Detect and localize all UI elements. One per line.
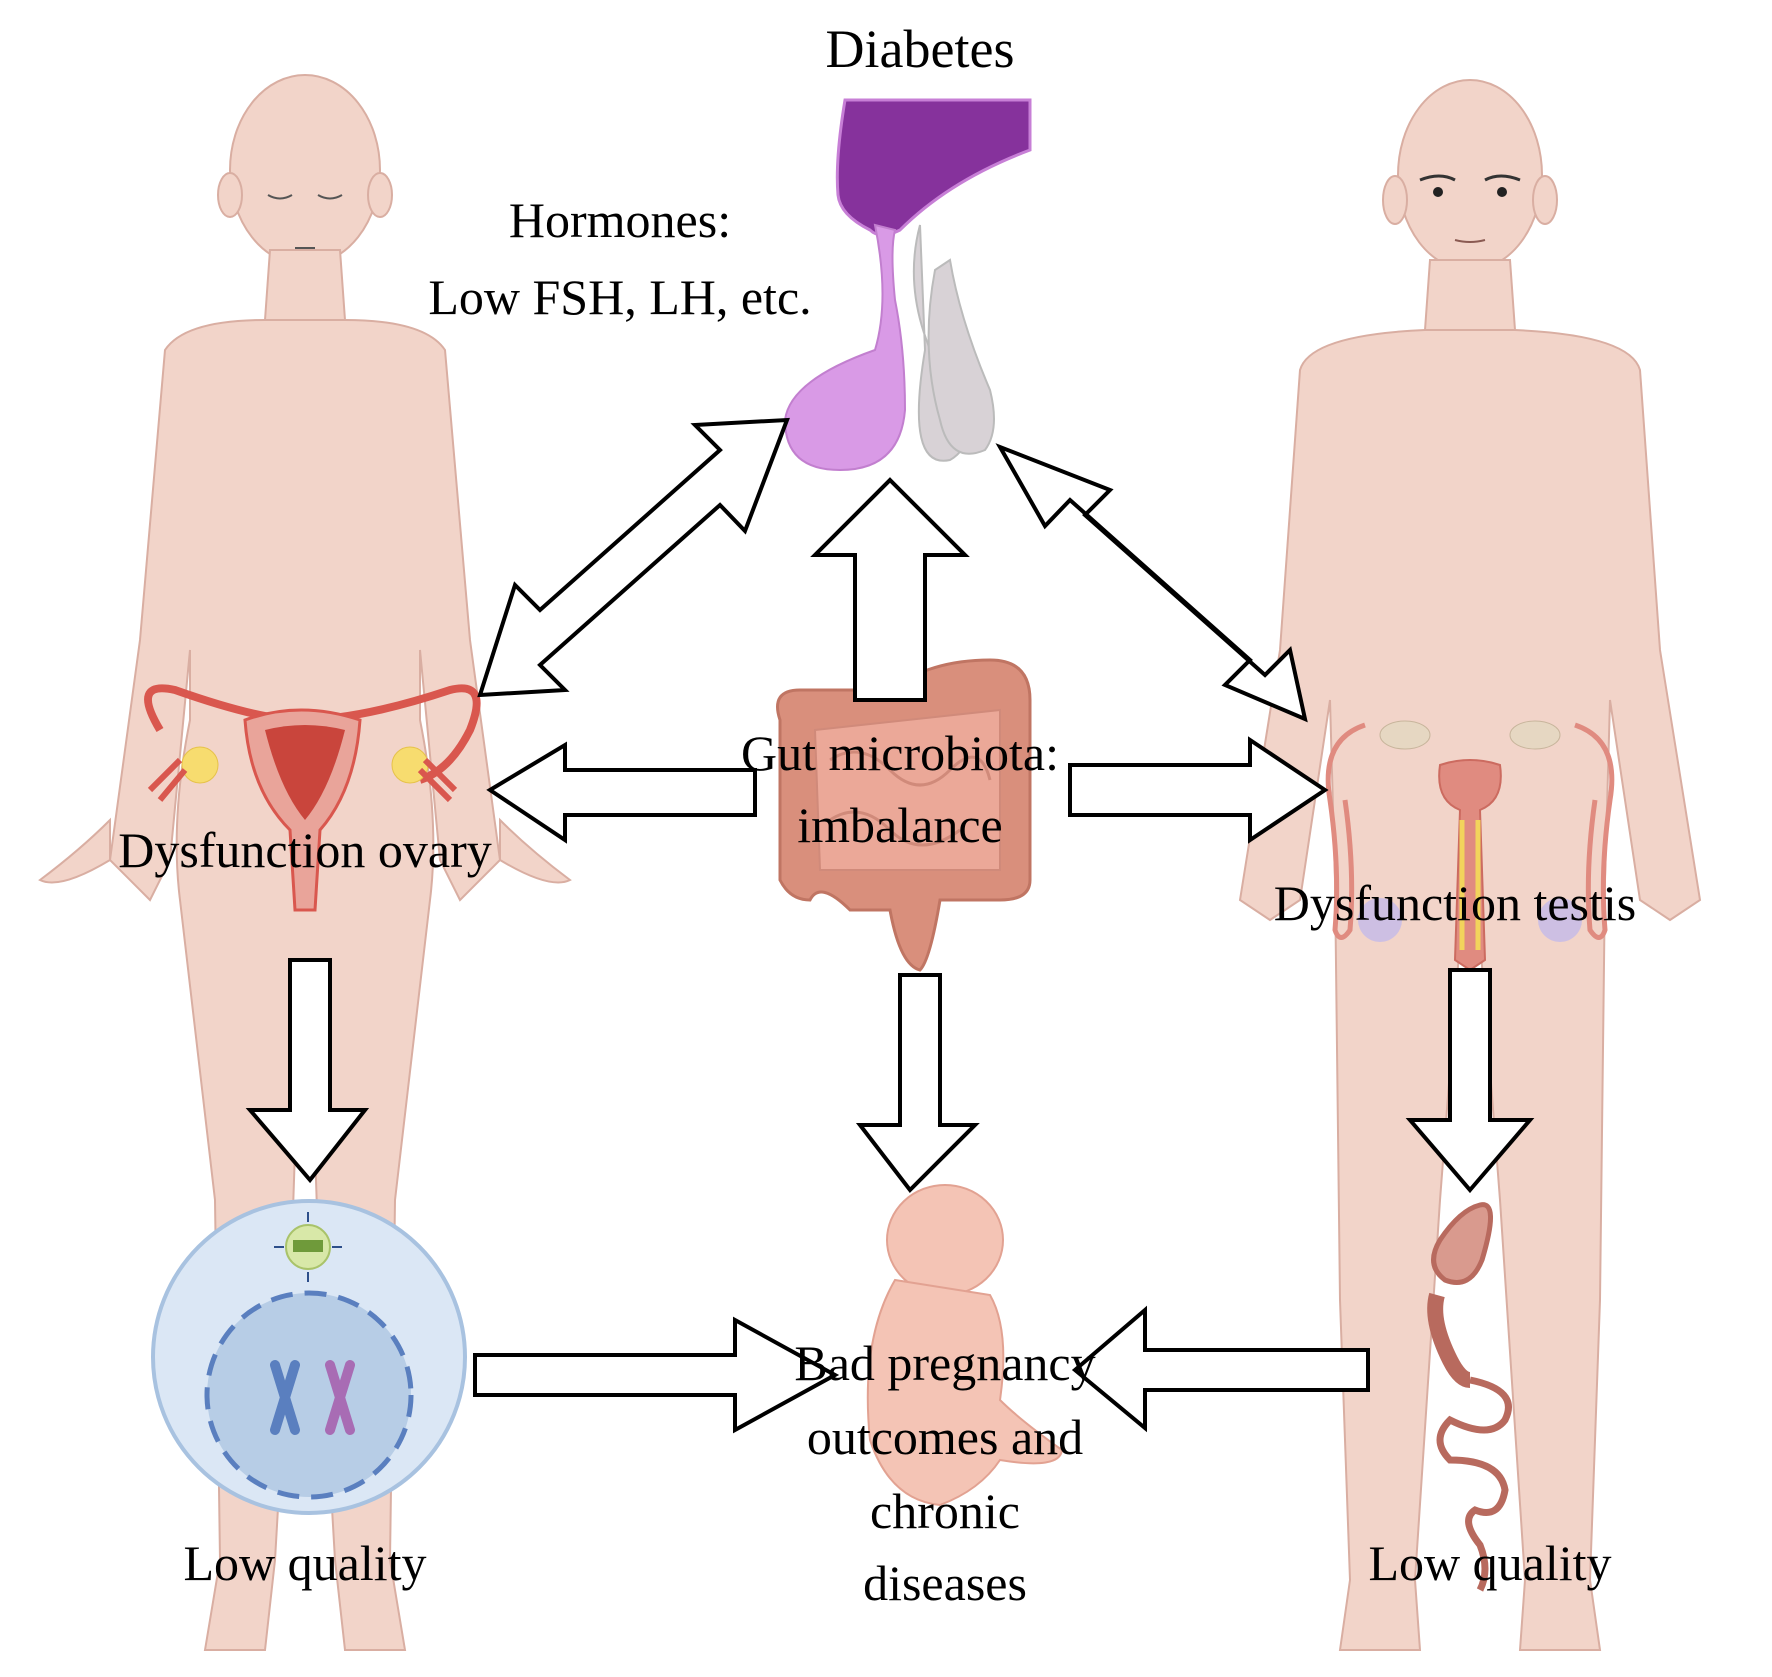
arrow-gut-to-testis (1068, 736, 1329, 844)
pituitary-gland-icon (783, 98, 1032, 472)
male-body (1238, 79, 1702, 1651)
arrow-testis-to-sperm (1405, 968, 1535, 1194)
sperm-quality-label: Low quality (1368, 1535, 1612, 1591)
double-arrow-pituitary-testis (995, 443, 1308, 723)
hormones-label-line2: Low FSH, LH, etc. (428, 269, 812, 325)
arrow-gut-to-pituitary (810, 477, 970, 702)
ovary-label: Dysfunction ovary (118, 822, 492, 878)
male-face (1419, 174, 1521, 243)
double-arrow-ovary-pituitary (477, 417, 790, 698)
egg-quality-label: Low quality (183, 1535, 427, 1591)
outcome-label-line3: chronic (870, 1483, 1020, 1539)
diagram-title: Diabetes (825, 19, 1015, 79)
female-face (267, 194, 343, 249)
uterus-ovaries-icon (144, 684, 481, 912)
male-reproductive-icon (1325, 720, 1615, 972)
outcome-label-line1: Bad pregnancy (794, 1335, 1096, 1391)
intestine-icon (776, 658, 1032, 972)
gut-label-line2: imbalance (797, 797, 1003, 853)
oocyte-cell-icon (151, 1199, 467, 1515)
testis-label: Dysfunction testis (1273, 875, 1637, 931)
arrows (245, 417, 1535, 1434)
gut-label-line1: Gut microbiota: (741, 725, 1059, 781)
hormones-label-line1: Hormones: (508, 192, 732, 248)
arrow-gut-to-outcome (855, 973, 980, 1194)
outcome-label-line4: diseases (863, 1555, 1027, 1611)
fetus-icon (866, 1184, 1064, 1507)
arrow-sperm-to-outcome (1071, 1305, 1370, 1433)
arrow-gut-to-ovary (486, 741, 757, 844)
arrow-oocyte-to-outcome (473, 1316, 840, 1434)
sperm-cell-icon (1427, 1202, 1512, 1592)
outcome-label-line2: outcomes and (806, 1409, 1084, 1465)
arrow-ovary-to-oocyte (245, 958, 370, 1184)
